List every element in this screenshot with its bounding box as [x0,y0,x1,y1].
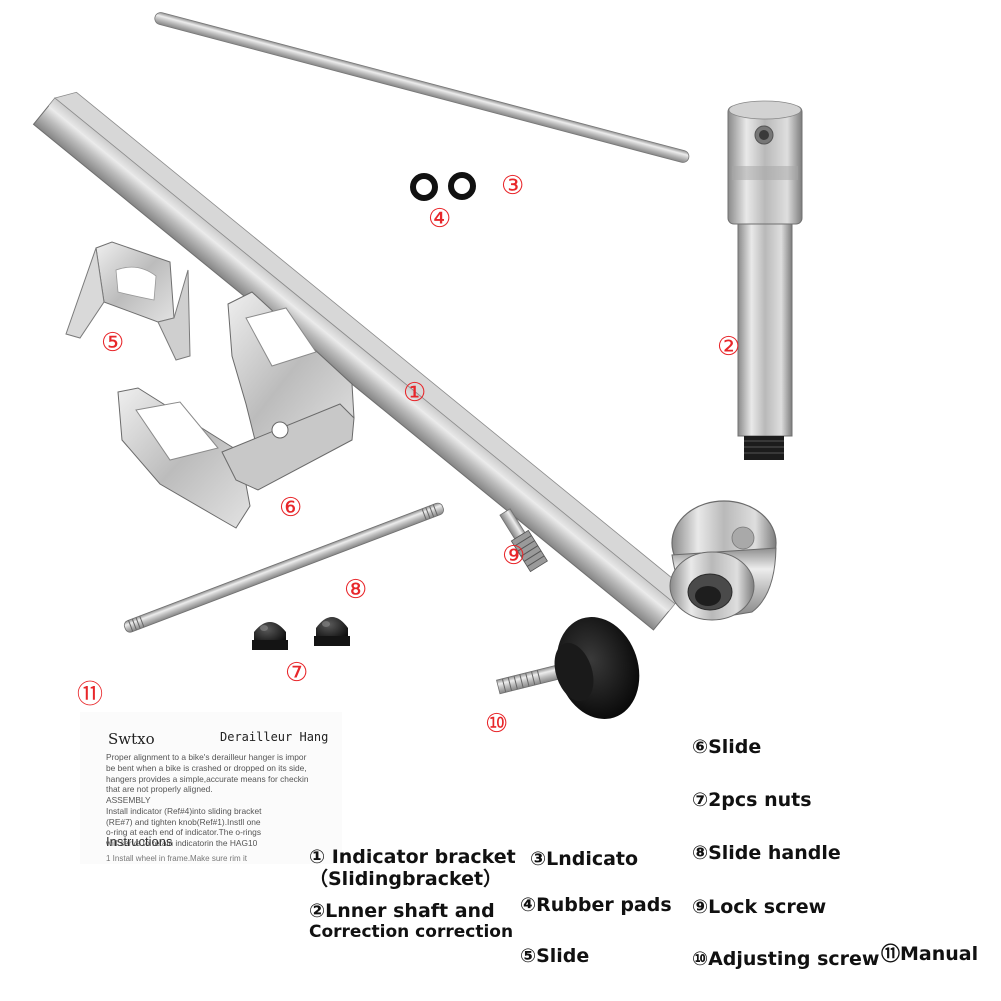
callout-3: ③ [501,171,525,201]
legend-item-7: ⑦2pcs nuts [692,789,812,811]
slide-bracket-large [117,291,355,529]
callout-8: ⑧ [344,575,368,605]
callout-9: ⑨ [502,541,526,571]
bracket-head [669,500,777,621]
legend-item-2-line2: Correction correction [309,922,514,942]
indicator-bracket [32,91,777,631]
legend-item-8: ⑧Slide handle [692,842,841,864]
inner-shaft [727,100,803,460]
manual-brand: Swtxo [108,730,155,748]
slide-handle-rod [123,502,444,633]
indicator-rod [154,12,690,163]
legend-item-2-line1: ②Lnner shaft and [309,900,495,922]
legend-item-11: ⑪Manual [881,943,979,965]
callout-4: ④ [428,204,452,234]
callout-6: ⑥ [279,493,303,523]
legend-item-4: ④Rubber pads [520,894,672,916]
callout-11: ⑪ [77,680,104,710]
legend-item-5: ⑤Slide [520,945,590,967]
legend-item-9: ⑨Lock screw [692,896,827,918]
lock-screw [499,508,548,573]
legend-item-1-line1: ① Indicator bracket [309,846,516,868]
manual-last-line: 1 Install wheel in frame.Make sure rim i… [106,854,247,863]
manual-body-text: Proper alignment to a bike's derailleur … [106,752,309,848]
callout-1: ① [403,378,427,408]
adjusting-screw [496,617,640,719]
legend-item-1-line2: （Slidingbracket） [309,868,503,890]
cap-nuts [252,617,350,650]
manual-instructions-heading: Instructions [106,834,173,849]
legend-item-10: ⑩Adjusting screw [692,948,880,970]
callout-5: ⑤ [101,328,125,358]
legend-item-6: ⑥Slide [692,736,762,758]
slide-plate-small [65,241,191,361]
callout-7: ⑦ [285,658,309,688]
manual-card: Swtxo Derailleur Hang Proper alignment t… [80,712,342,864]
manual-title: Derailleur Hang [220,730,329,744]
callout-2: ② [717,332,741,362]
legend-item-3: ③Lndicato [530,848,639,870]
rubber-pads [410,172,476,201]
callout-10: ⑩ [485,709,509,739]
